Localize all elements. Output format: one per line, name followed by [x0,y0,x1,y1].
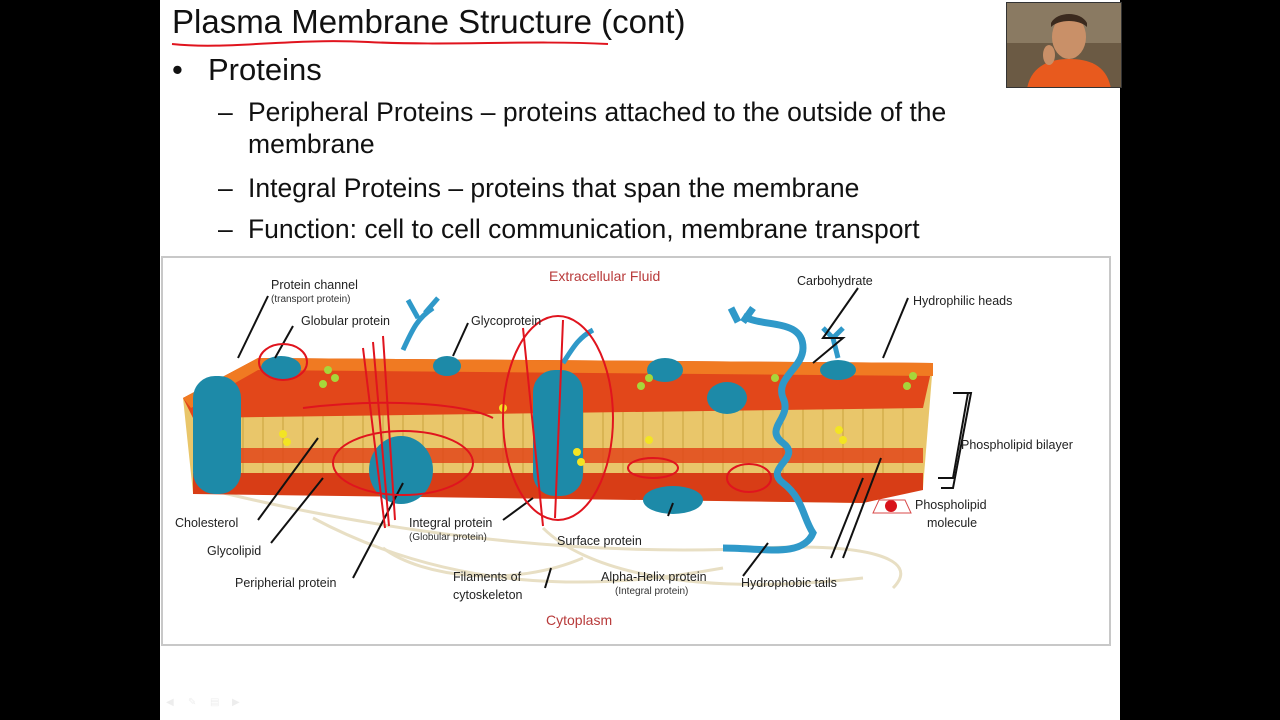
webcam-feed [1006,2,1122,88]
membrane-diagram: Extracellular Fluid Cytoplasm Protein ch… [161,256,1111,646]
previous-icon[interactable]: ◀ [166,698,178,708]
label-integral-protein-sub: (Globular protein) [409,532,487,543]
label-phospholipid-bilayer: Phospholipid bilayer [961,438,1073,452]
phospholipid-molecule [885,500,897,512]
label-alpha-helix-sub: (Integral protein) [615,586,688,597]
bullet-text: Proteins [208,52,322,87]
label-globular-protein: Globular protein [301,314,390,328]
label-phospholipid-molecule-1: Phospholipid [915,498,987,512]
label-glycoprotein: Glycoprotein [471,314,541,328]
subpoint-integral: – Integral Proteins – proteins that span… [218,172,1108,204]
label-glycolipid: Glycolipid [207,544,261,558]
subpoint-text: Integral Proteins – proteins that span t… [218,172,1108,204]
subpoint-text-cont: membrane [218,128,1108,160]
dash: – [218,96,233,128]
cytoplasm-label: Cytoplasm [546,612,612,628]
label-alpha-helix: Alpha-Helix protein [601,570,707,584]
label-cholesterol: Cholesterol [175,516,238,530]
label-hydrophilic-heads: Hydrophilic heads [913,294,1012,308]
protein-channel [193,376,241,494]
presenter-video [1007,3,1122,88]
subpoint-function: – Function: cell to cell communication, … [218,213,1108,245]
bullet-proteins: •Proteins [172,52,322,88]
label-filaments-1: Filaments of [453,570,521,584]
label-phospholipid-molecule-2: molecule [927,516,977,530]
glycoprotein-base [433,356,461,376]
subpoint-text: Peripheral Proteins – proteins attached … [218,96,1108,128]
pen-icon[interactable]: ✎ [188,698,200,708]
label-protein-channel-sub: (transport protein) [271,294,350,305]
next-icon[interactable]: ▶ [232,698,244,708]
label-protein-channel: Protein channel [271,278,358,292]
dash: – [218,172,233,204]
surface-protein-top [707,382,747,414]
label-filaments-2: cytoskeleton [453,588,522,602]
ink-underline [168,30,618,52]
dash: – [218,213,233,245]
surface-protein [643,486,703,514]
label-hydrophobic-tails: Hydrophobic tails [741,576,837,590]
slides-icon[interactable]: ▤ [210,698,222,708]
subpoint-text: Function: cell to cell communication, me… [218,213,1108,245]
label-carbohydrate: Carbohydrate [797,274,873,288]
label-peripheral-protein: Peripherial protein [235,576,336,590]
label-integral-protein: Integral protein [409,516,492,530]
carbohydrate-chains [403,298,843,363]
subpoint-peripheral: – Peripheral Proteins – proteins attache… [218,96,1108,160]
label-surface-protein: Surface protein [557,534,642,548]
bullet-dot: • [172,52,208,88]
slide: Plasma Membrane Structure (cont) •Protei… [160,0,1120,720]
slideshow-toolbar: ◀ ✎ ▤ ▶ [166,698,244,708]
globular-protein-3 [820,360,856,380]
extracellular-label: Extracellular Fluid [549,268,660,284]
